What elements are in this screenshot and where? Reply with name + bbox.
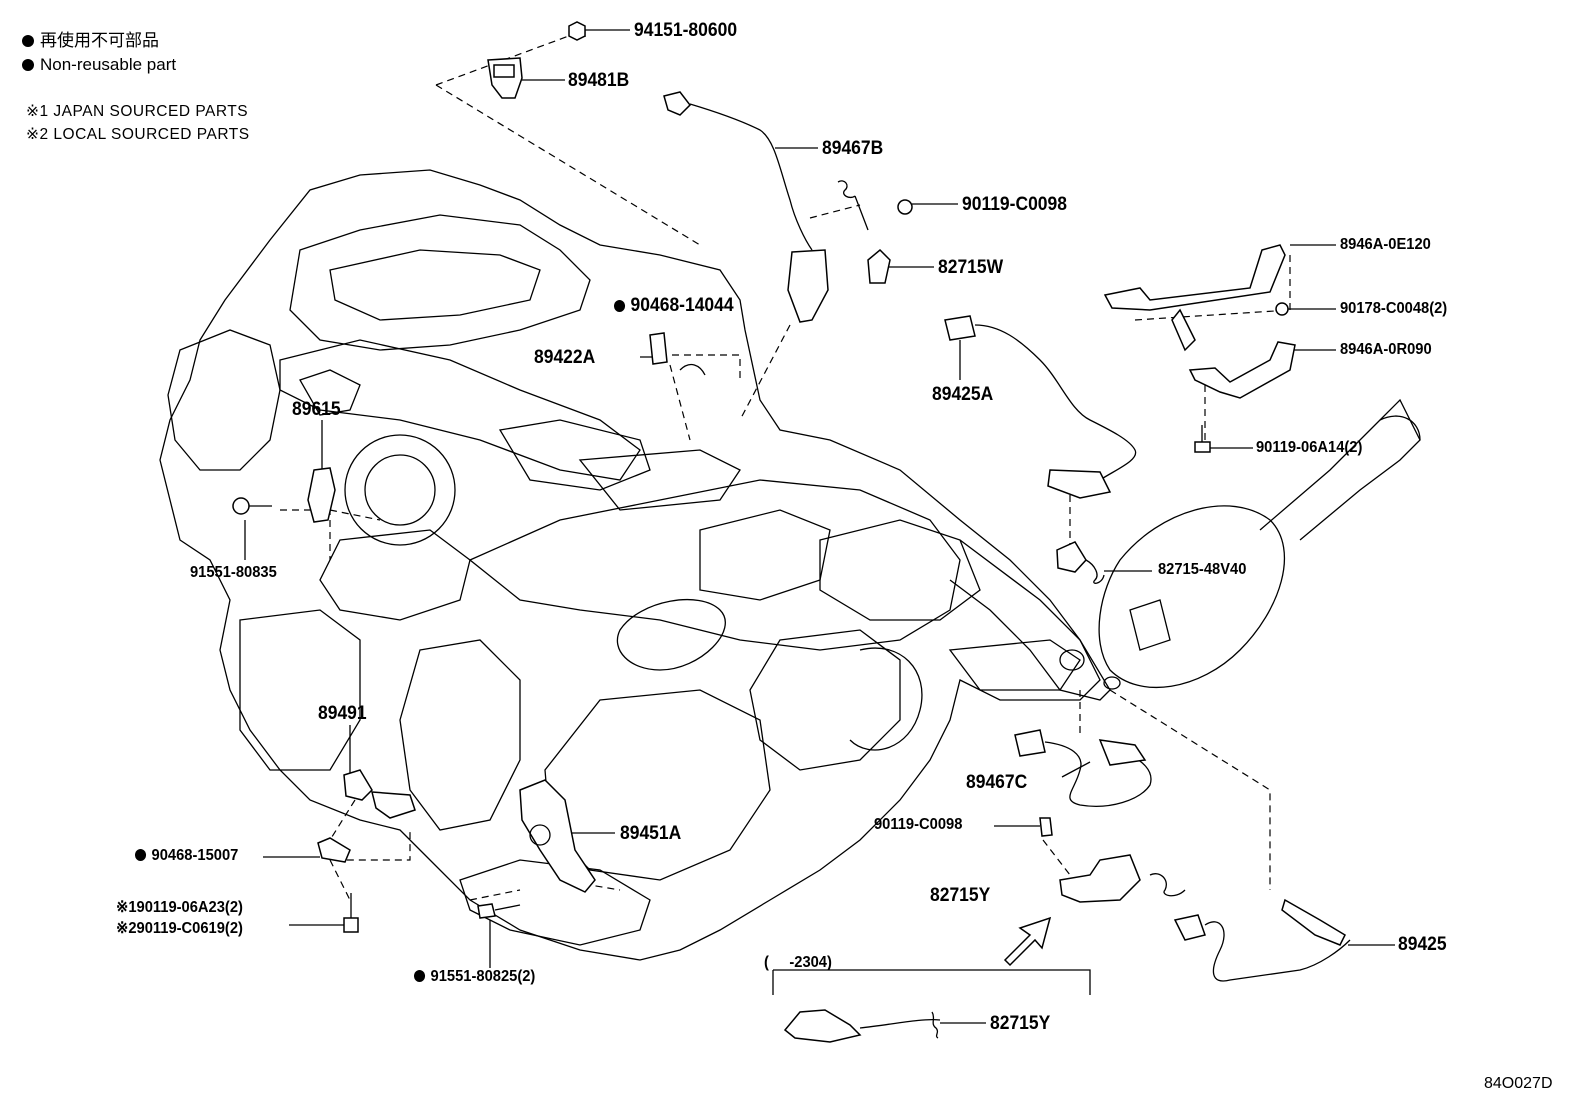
part-label-90468-15007[interactable]: 90468-15007 xyxy=(135,848,238,864)
callout-lines xyxy=(244,29,1395,1024)
part-label-90119-06A23[interactable]: ※190119-06A23(2) xyxy=(116,899,243,916)
note-local-sourced: ※2 LOCAL SOURCED PARTS xyxy=(26,126,250,143)
legend-non-reusable-en: Non-reusable part xyxy=(22,56,176,73)
part-label-82715Y[interactable]: 82715Y xyxy=(930,885,991,906)
part-label-90119-C0619[interactable]: ※290119-C0619(2) xyxy=(116,920,243,937)
diagram-code: 84O027D xyxy=(1484,1075,1553,1092)
part-label-90178-C0048[interactable]: 90178-C0048(2) xyxy=(1340,300,1448,317)
part-label-82715Y-alt[interactable]: 82715Y xyxy=(990,1013,1051,1034)
non-reusable-dot-icon xyxy=(22,59,34,71)
part-label-91551-80825[interactable]: 91551-80825(2) xyxy=(414,969,535,985)
part-label-89615[interactable]: 89615 xyxy=(292,399,341,420)
dashed-leaders xyxy=(280,29,1291,901)
legend-non-reusable-ja: 再使用不可部品 xyxy=(22,32,159,49)
part-label-82715W[interactable]: 82715W xyxy=(938,257,1004,278)
part-label-90119-06A14[interactable]: 90119-06A14(2) xyxy=(1256,439,1363,456)
part-label-89425[interactable]: 89425 xyxy=(1398,934,1447,955)
part-label-8946A-0E120[interactable]: 8946A-0E120 xyxy=(1340,236,1431,253)
part-label-89467B[interactable]: 89467B xyxy=(822,138,884,159)
exhaust-assembly xyxy=(949,398,1421,701)
non-reusable-dot-icon xyxy=(414,970,426,982)
part-label-91551-80835[interactable]: 91551-80835 xyxy=(190,564,277,581)
part-label-89467C[interactable]: 89467C xyxy=(966,772,1028,793)
parts-icons xyxy=(232,21,1351,1043)
part-label-8946A-0R090[interactable]: 8946A-0R090 xyxy=(1340,341,1432,358)
part-label-94151-80600[interactable]: 94151-80600 xyxy=(634,20,738,41)
part-label-90119-C0098-upper[interactable]: 90119-C0098 xyxy=(962,194,1067,215)
part-label-89425A[interactable]: 89425A xyxy=(932,384,994,405)
non-reusable-dot-icon xyxy=(135,849,147,861)
part-label-89451A[interactable]: 89451A xyxy=(620,823,682,844)
part-label-89422A[interactable]: 89422A xyxy=(534,347,596,368)
part-label-82715-48V40[interactable]: 82715-48V40 xyxy=(1158,561,1247,578)
non-reusable-dot-icon xyxy=(614,300,626,312)
part-label-89481B[interactable]: 89481B xyxy=(568,70,630,91)
part-label-90119-C0098-lower[interactable]: 90119-C0098 xyxy=(874,816,963,833)
part-label-89491[interactable]: 89491 xyxy=(318,703,367,724)
note-japan-sourced: ※1 JAPAN SOURCED PARTS xyxy=(26,103,249,120)
non-reusable-dot-icon xyxy=(22,35,34,47)
part-label-2304-range: ( -2304) xyxy=(764,954,832,971)
part-label-90468-14044[interactable]: 90468-14044 xyxy=(614,296,734,315)
